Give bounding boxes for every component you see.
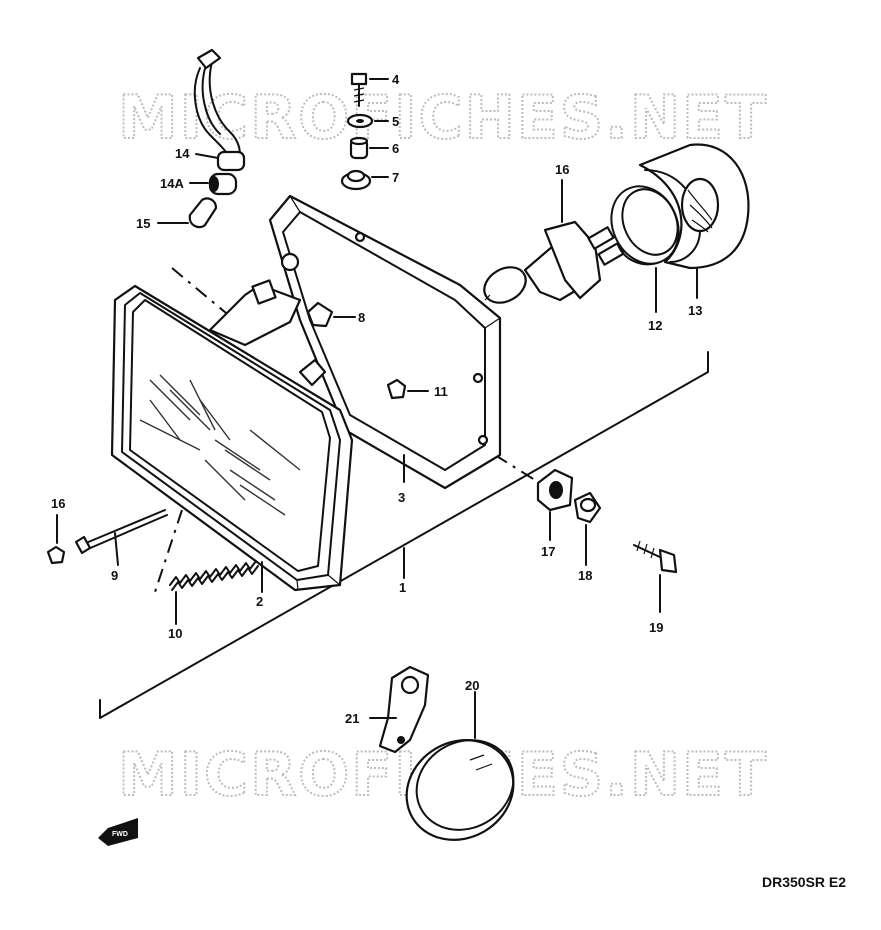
- model-code: DR350SR E2: [762, 874, 846, 890]
- part-14a-bulb-holder: [189, 172, 238, 196]
- part-13-dust-boot: [638, 143, 750, 299]
- headlight-housing: [268, 194, 502, 490]
- callout-2: 2: [256, 594, 263, 609]
- part-12-spring-clip: [610, 185, 680, 313]
- callout-22: 21: [345, 711, 359, 726]
- part-20-bolt: [633, 540, 678, 613]
- callout-9: 9: [111, 568, 118, 583]
- watermark-top: MICROFICHES.NET: [118, 83, 768, 153]
- callout-20: 19: [649, 620, 663, 635]
- callout-17: 16: [51, 496, 65, 511]
- callout-4: 4: [392, 72, 400, 87]
- callout-15: 16: [555, 162, 569, 177]
- headlight-lens-unit: [110, 279, 354, 592]
- part-10-spring: [169, 560, 259, 625]
- callout-10: 10: [168, 626, 182, 641]
- assembly-outline: [99, 351, 709, 719]
- callout-14a: 14A: [160, 176, 184, 191]
- callout-14: 14: [175, 146, 190, 161]
- leader-lines: [261, 454, 405, 593]
- part-6-collar: [349, 136, 389, 160]
- part-21-reflector: [405, 691, 515, 841]
- part-7-grommet: [340, 169, 389, 191]
- callout-1: 1: [399, 580, 406, 595]
- callout-7: 7: [392, 170, 399, 185]
- callout-6: 6: [392, 141, 399, 156]
- callout-19: 18: [578, 568, 592, 583]
- part-22-bracket: [369, 665, 430, 754]
- part-11-nut: [386, 378, 429, 400]
- callout-labels: 4 5 6 7 14 14A 15 16 8 11 12 13 3 16 9 2…: [51, 72, 702, 726]
- part-8-clip: [306, 301, 356, 328]
- part-17-nut: [46, 514, 66, 565]
- part-9-screw: [74, 509, 168, 566]
- part-19-bush: [573, 491, 602, 566]
- callout-21: 20: [465, 678, 479, 693]
- part-14-socket: [193, 48, 246, 172]
- callout-12: 12: [648, 318, 662, 333]
- callout-3: 3: [398, 490, 405, 505]
- callout-16: 15: [136, 216, 150, 231]
- callout-5: 5: [392, 114, 399, 129]
- callout-11: 11: [434, 384, 448, 399]
- callout-13: 13: [688, 303, 702, 318]
- part-4-screw: [350, 72, 389, 107]
- direction-badge: FWD: [98, 818, 138, 846]
- part-18-adjuster: [536, 468, 574, 541]
- callout-8: 8: [358, 310, 365, 325]
- part-5-washer: [346, 113, 389, 129]
- part-15-bulb: [483, 179, 625, 304]
- part-16-position-bulb: [157, 197, 218, 229]
- callout-18: 17: [541, 544, 555, 559]
- direction-badge-label: FWD: [112, 831, 128, 838]
